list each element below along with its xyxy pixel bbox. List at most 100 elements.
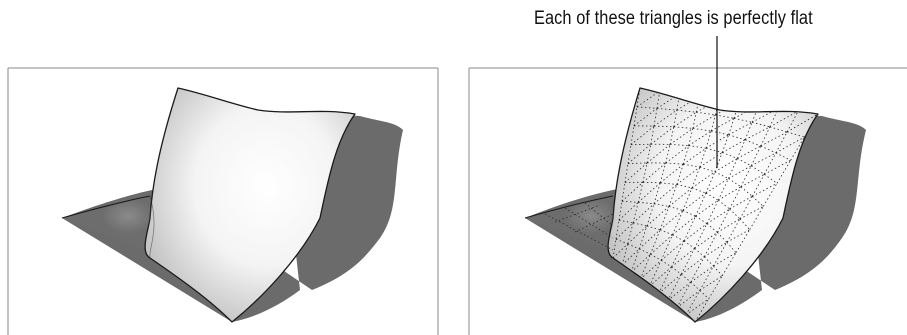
mesh-edge <box>764 173 778 184</box>
mesh-edge <box>630 125 655 146</box>
mesh-edge <box>636 90 661 108</box>
mesh-edge <box>699 166 715 173</box>
mesh-edge <box>656 90 661 109</box>
mesh-edge <box>658 266 672 294</box>
mesh-edge <box>744 122 753 140</box>
mesh-edge <box>737 145 761 159</box>
mesh-edge <box>749 206 764 230</box>
mesh-edge <box>630 143 651 146</box>
mesh-edge <box>694 223 708 249</box>
mesh-edge <box>688 130 712 146</box>
mesh-edge <box>667 281 691 302</box>
mesh-edge <box>721 134 729 153</box>
mesh-edge <box>612 243 628 259</box>
mesh-edge <box>790 136 805 161</box>
mesh-edge <box>660 240 685 261</box>
mesh-edge <box>637 182 644 203</box>
mesh-edge <box>638 225 648 250</box>
mesh-edge <box>682 145 690 165</box>
mesh-edge <box>716 208 730 233</box>
mesh-edge <box>636 106 658 109</box>
mesh-edge <box>711 130 729 136</box>
mesh-edge <box>669 126 675 145</box>
mesh-edge <box>627 225 648 245</box>
mesh-edge <box>650 229 661 255</box>
mesh-edge <box>690 256 705 283</box>
mesh-edge <box>683 223 708 242</box>
mesh-edge <box>699 275 723 291</box>
mesh-edge <box>660 234 673 261</box>
mesh-edge <box>703 232 718 257</box>
mesh-edge <box>729 186 742 210</box>
mesh-edge <box>642 162 666 183</box>
mesh-edge <box>676 96 700 111</box>
mesh-edge <box>736 139 746 159</box>
mesh-edge <box>739 196 753 220</box>
mesh-edge <box>711 117 735 132</box>
mesh-edge <box>708 275 723 300</box>
mesh-edge <box>621 182 644 202</box>
mesh-edge <box>691 171 716 189</box>
mesh-edge <box>673 110 678 127</box>
mesh-edge <box>653 203 670 207</box>
mesh-edge <box>752 182 778 197</box>
mesh-edge <box>683 147 707 165</box>
mesh-edge <box>728 118 735 135</box>
mesh-edge <box>722 139 746 153</box>
triangulated-surface-panel <box>468 67 907 335</box>
mesh-edge <box>778 107 799 112</box>
mesh-edge <box>706 200 719 224</box>
front-edge-curve <box>524 195 614 219</box>
mesh-edge <box>630 254 651 273</box>
smooth-surface-panel <box>7 67 439 335</box>
mesh-edge <box>673 111 697 128</box>
mesh-edge <box>751 121 770 128</box>
mesh-edge <box>694 298 710 322</box>
mesh-edge <box>760 145 777 154</box>
mesh-edge <box>751 105 760 123</box>
mesh-edge <box>692 112 697 129</box>
mesh-edge <box>775 136 805 154</box>
mesh-edge <box>786 131 805 138</box>
mesh-edge <box>668 187 693 207</box>
mesh-edge <box>696 111 716 116</box>
mesh-edge <box>692 114 716 129</box>
mesh-edge <box>676 93 680 111</box>
mesh-edge <box>739 206 764 220</box>
mesh-edge <box>656 108 677 111</box>
mesh-edge <box>665 145 689 164</box>
mesh-edge <box>764 159 791 175</box>
mesh-edge <box>726 229 750 243</box>
mesh-edge <box>638 229 661 250</box>
mesh-edge <box>676 166 701 185</box>
mesh-edge <box>738 102 759 106</box>
mesh-edge <box>729 195 753 210</box>
mesh-edge <box>680 248 695 275</box>
mesh-edge <box>713 252 737 267</box>
mesh-edge <box>713 242 728 267</box>
mesh-edge <box>683 216 696 242</box>
mesh-edge <box>642 181 661 184</box>
mesh-edge <box>676 281 692 308</box>
mesh-edge <box>733 104 759 119</box>
mesh-edge <box>699 148 707 168</box>
mesh-edge <box>638 201 655 205</box>
mesh-edge <box>719 99 739 103</box>
mesh-edge <box>653 125 674 128</box>
mesh-edge <box>695 199 719 217</box>
mesh-edge <box>699 265 714 291</box>
mesh-edge <box>671 248 695 268</box>
mesh-edge <box>679 93 700 98</box>
surface-left-edge <box>149 195 155 259</box>
mesh-edge <box>728 178 742 188</box>
mesh-edge <box>758 104 779 109</box>
mesh-edge <box>672 210 684 235</box>
mesh-edge <box>624 162 648 183</box>
mesh-edge <box>728 165 752 179</box>
mesh-edge <box>726 218 741 243</box>
mesh-edge <box>639 254 651 280</box>
mesh-edge <box>688 128 694 146</box>
mesh-edge <box>650 126 675 145</box>
mesh-edge <box>649 266 672 287</box>
